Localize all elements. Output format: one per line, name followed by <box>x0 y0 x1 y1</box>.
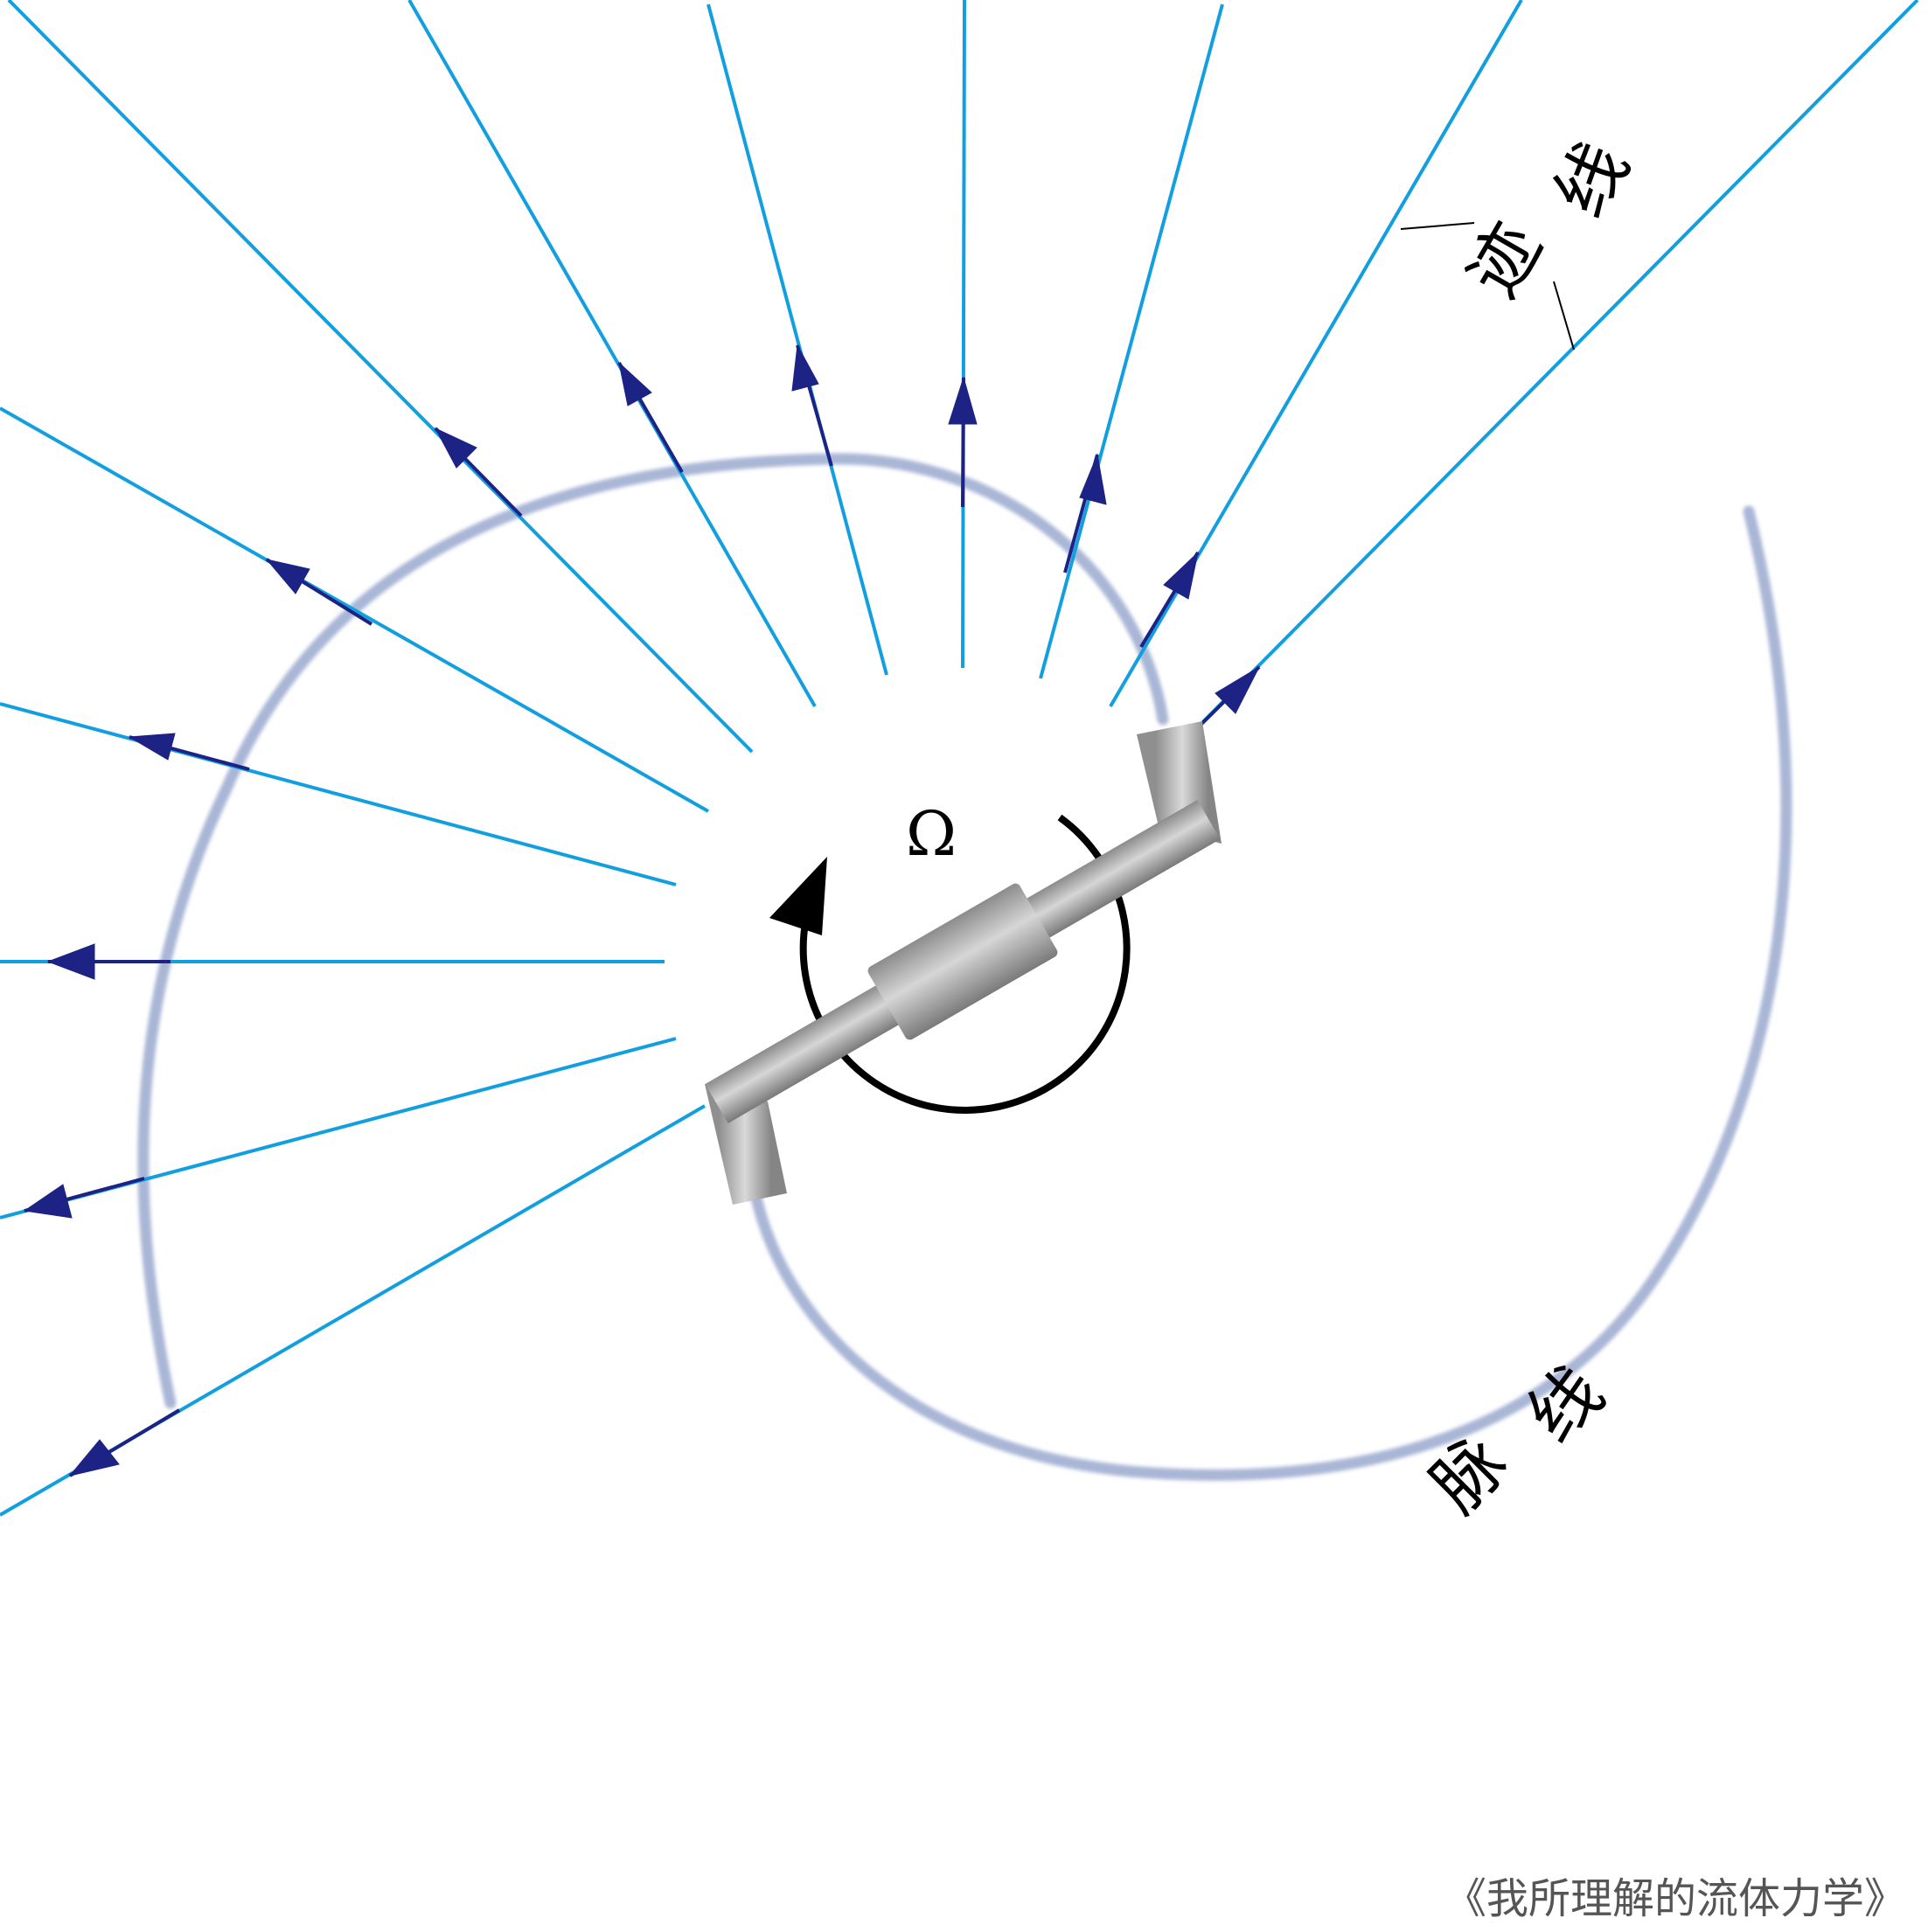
pathline <box>7 0 754 754</box>
arrow-head <box>128 733 176 761</box>
pathline <box>961 0 966 669</box>
streakline-label-char-1: 脉 <box>1416 1421 1522 1527</box>
sprinkler <box>705 721 1222 1205</box>
arrow-head <box>46 943 95 980</box>
streakline-label: 脉 线 <box>1416 1351 1618 1527</box>
arrow-head <box>68 1439 120 1477</box>
pathline-label: 迹 线 <box>1451 129 1645 310</box>
streakline-label-char-2: 线 <box>1512 1351 1618 1457</box>
angular-velocity-symbol: Ω <box>906 798 957 870</box>
streakline <box>137 453 1792 1481</box>
arrow-head <box>434 427 477 469</box>
arrow-head <box>23 1184 73 1219</box>
pathline <box>407 0 817 707</box>
arrow-head <box>791 344 819 392</box>
source-caption: 《我所理解的流体力学》 <box>1444 1874 1906 1923</box>
leader-line <box>1400 222 1475 230</box>
pathlines <box>0 0 1919 1517</box>
arrow-head <box>618 361 652 407</box>
pathline <box>706 3 888 676</box>
pathline <box>1170 0 1919 755</box>
arrow-head <box>1163 551 1199 600</box>
pathline <box>1039 3 1224 679</box>
pathline <box>0 702 677 886</box>
arrow-head <box>265 559 310 594</box>
pathline <box>1109 0 1523 708</box>
label-leaders <box>1400 222 1575 351</box>
arrow-head <box>1079 453 1107 505</box>
arrow-head <box>948 376 978 425</box>
streakline-inner-spiral <box>137 453 1169 1409</box>
curved-arrow-icon <box>769 857 827 935</box>
streakline-outer-spiral <box>750 505 1792 1481</box>
pathline <box>0 407 709 813</box>
arrow-head <box>1215 665 1261 714</box>
sprinkler-hub <box>867 883 1058 1040</box>
pathline-label-char-1: 迹 <box>1451 209 1557 310</box>
pathline-label-char-2: 线 <box>1539 129 1645 230</box>
leader-line <box>1553 281 1575 351</box>
